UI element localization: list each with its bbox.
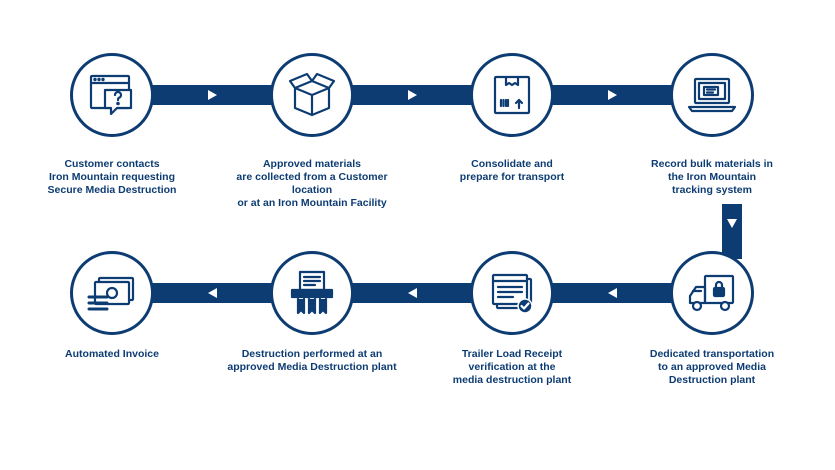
invoice-money-icon [87,276,135,311]
laptop-icon [687,77,737,113]
connector-4-5 [722,204,742,259]
arrow-left-icon [208,288,217,298]
step-7-node [270,251,354,335]
open-box-icon [288,72,336,117]
step-5-label: Dedicated transportation to an approved … [649,348,775,386]
step-3-node [470,53,554,137]
arrow-right-icon [608,90,617,100]
step-1-node [70,53,154,137]
arrow-left-icon [408,288,417,298]
step-7-label: Destruction performed at an approved Med… [227,348,397,373]
arrow-down-icon [727,219,737,228]
arrow-left-icon [608,288,617,298]
step-4-node [670,53,754,137]
step-6-node [470,251,554,335]
shredder-icon [290,270,334,315]
question-window-icon [89,74,133,116]
package-icon [493,75,531,115]
receipt-check-icon [491,273,533,314]
step-3-label: Consolidate and prepare for transport [459,158,565,183]
step-8-node [70,251,154,335]
step-2-node [270,53,354,137]
truck-lock-icon [688,274,735,312]
arrow-right-icon [208,90,217,100]
arrow-right-icon [408,90,417,100]
step-4-label: Record bulk materials in the Iron Mounta… [651,158,773,196]
step-8-label: Automated Invoice [65,348,159,360]
step-6-label: Trailer Load Receipt verification at the… [452,348,572,386]
step-1-label: Customer contacts Iron Mountain requesti… [47,158,177,196]
step-2-label: Approved materials are collected from a … [236,158,388,209]
step-5-node [670,251,754,335]
